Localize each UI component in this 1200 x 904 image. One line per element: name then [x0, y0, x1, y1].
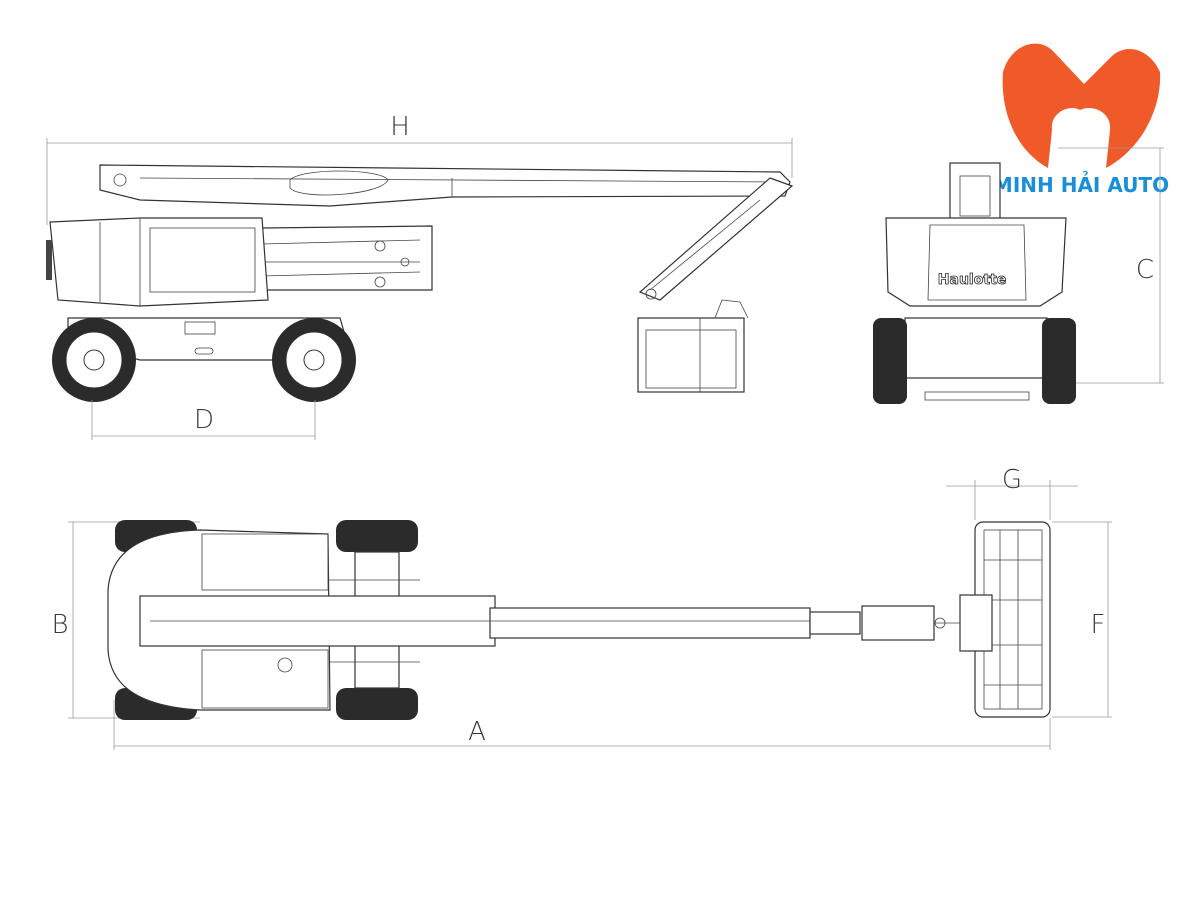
side-wheel-front	[52, 318, 136, 402]
top-view: B	[51, 465, 1112, 750]
dimension-label-h: H	[390, 112, 410, 142]
top-platform	[959, 521, 1051, 718]
front-view: Haulotte C	[873, 147, 1164, 404]
brand-name: MINH HẢI AUTO	[993, 172, 1169, 197]
side-basket	[637, 299, 749, 393]
machine-brand-label: Haulotte	[938, 272, 1006, 288]
dimension-label-c: C	[1136, 255, 1154, 285]
brand-logo: MINH HẢI AUTO	[993, 43, 1169, 197]
logo-icon	[1002, 43, 1161, 168]
dimension-label-b: B	[51, 610, 68, 640]
dimension-label-a: A	[468, 717, 486, 747]
dimension-label-f: F	[1091, 610, 1106, 640]
dimension-label-d: D	[194, 405, 214, 435]
dimension-label-g: G	[1002, 465, 1022, 495]
side-wheel-rear	[272, 318, 356, 402]
side-view: H	[46, 112, 794, 440]
